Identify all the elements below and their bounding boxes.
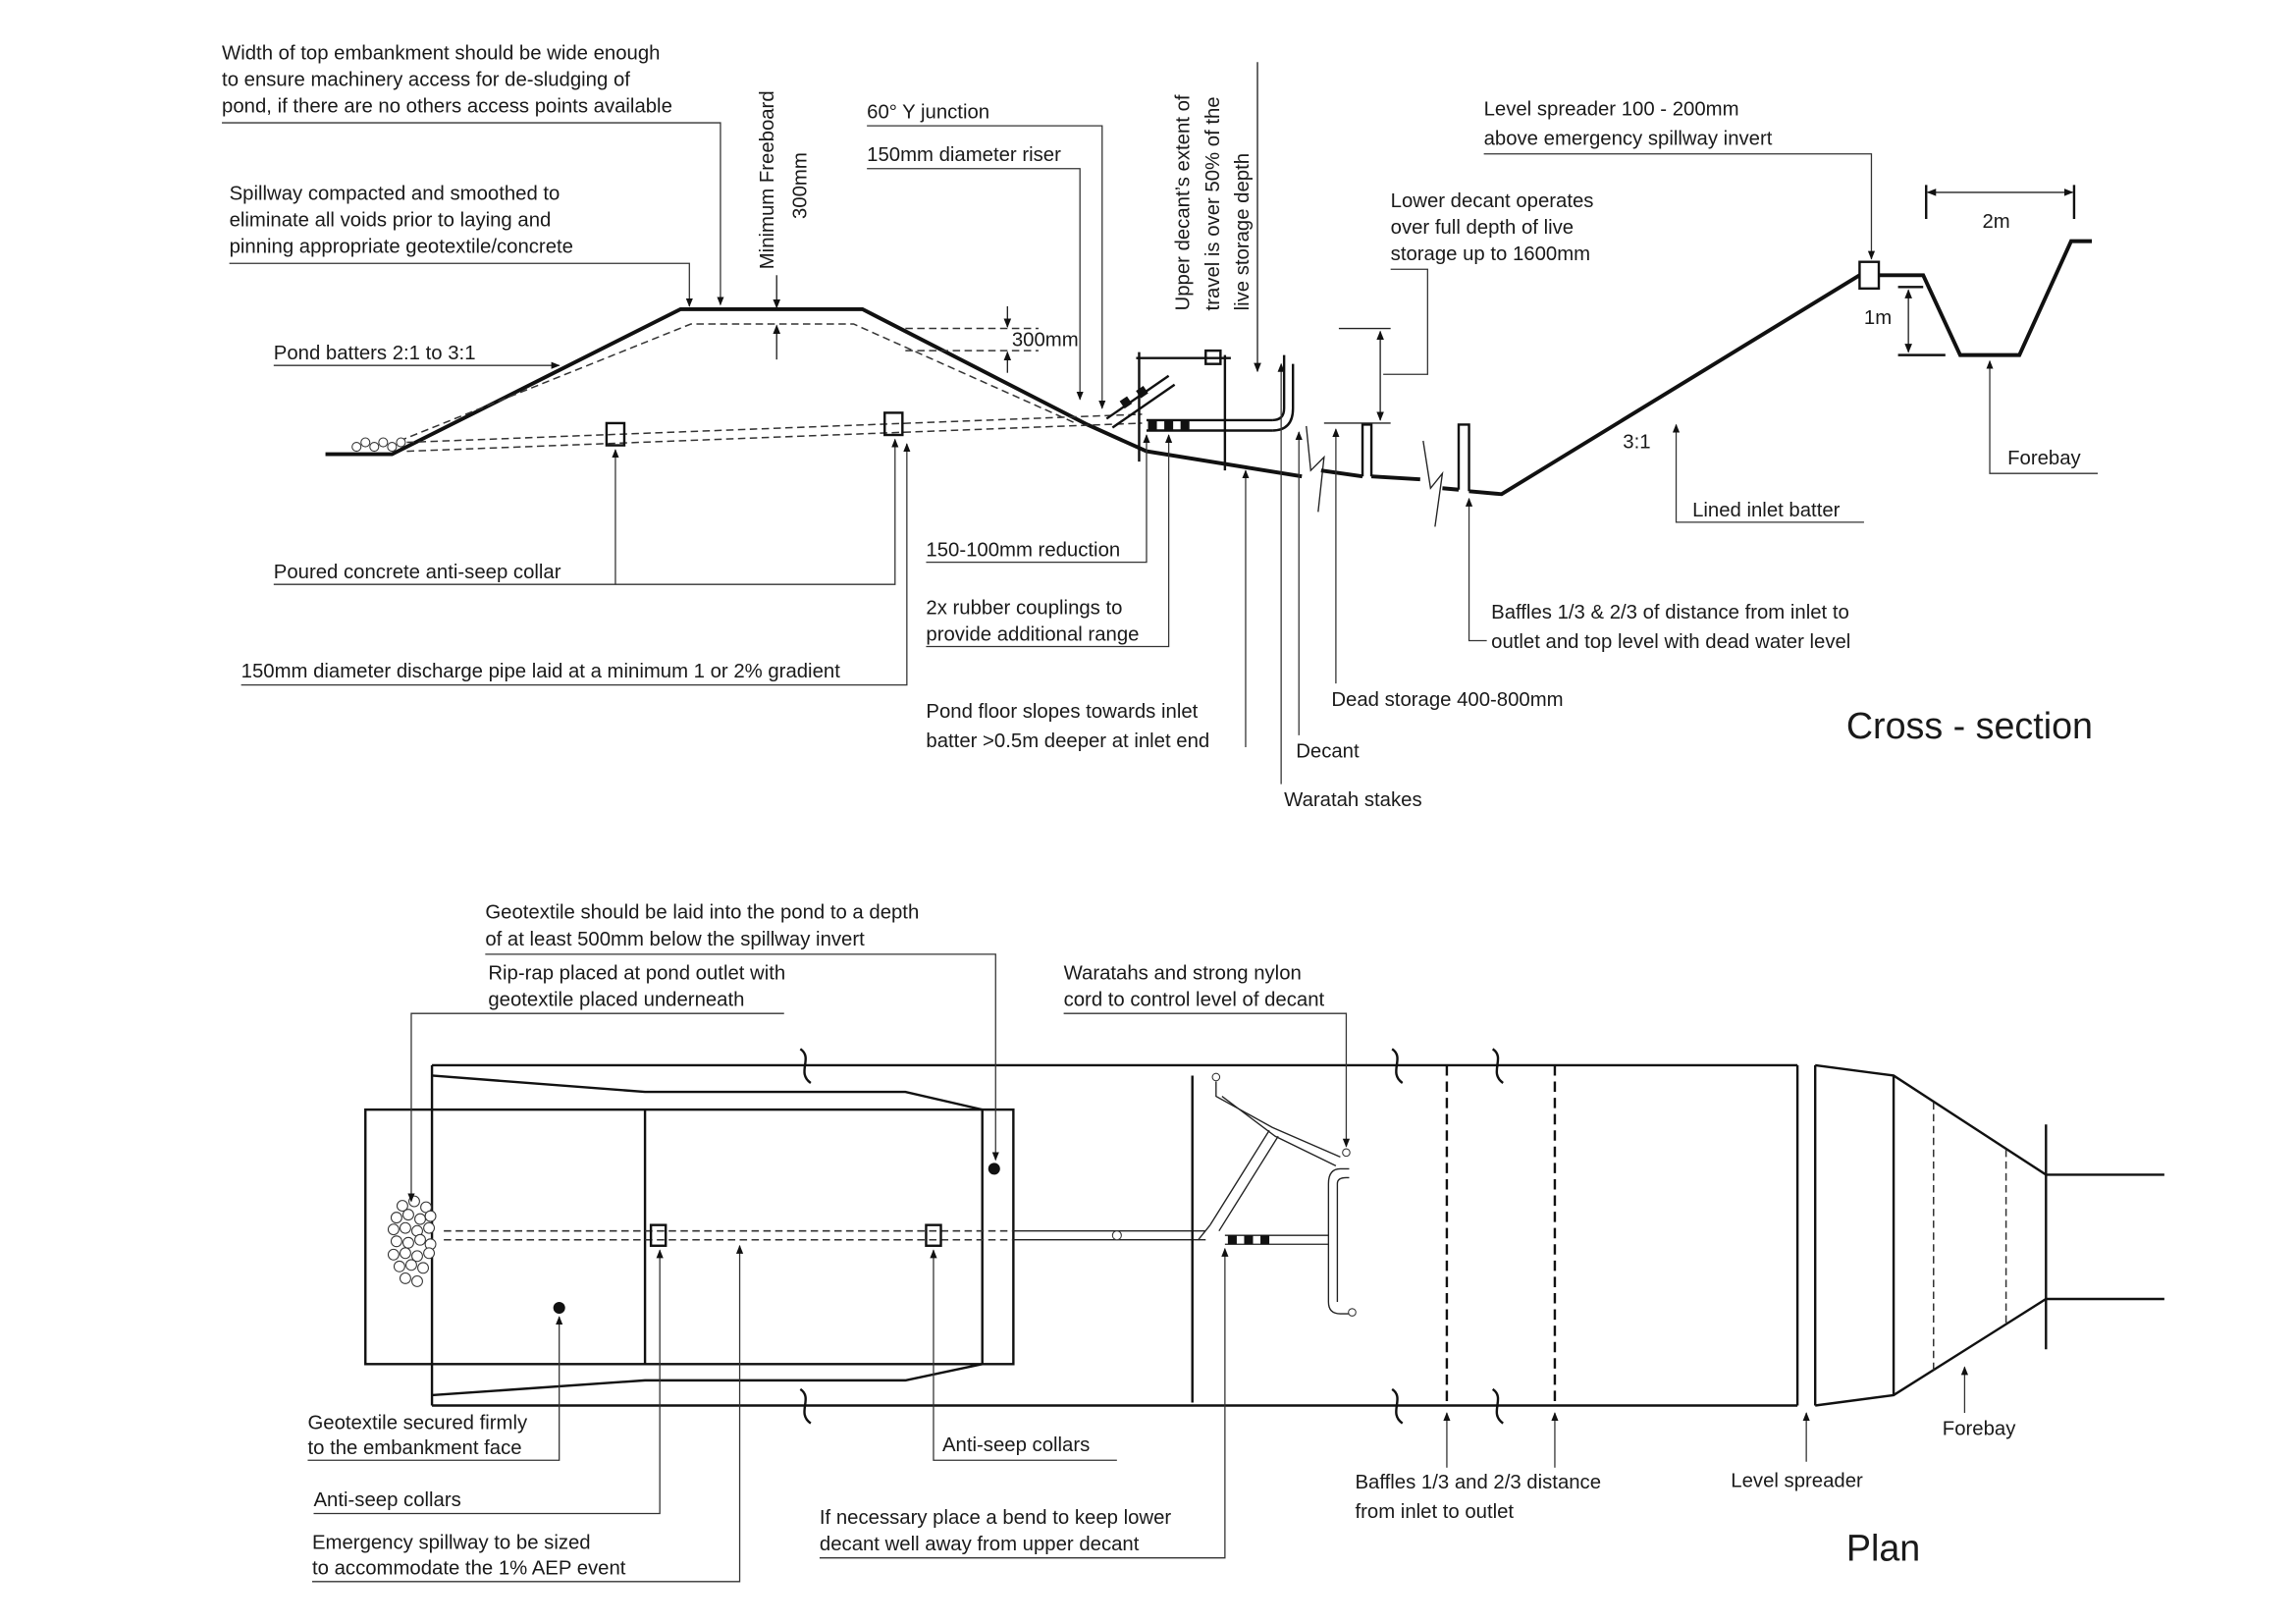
inlet-slope-label: 3:1 (1623, 432, 1650, 454)
forebay-bottom-edge (1815, 1297, 2164, 1407)
upper-decant-note: travel is over 50% of the (1202, 96, 1224, 310)
anti-seep-collar-plan (649, 1223, 667, 1247)
y-junction-label: 60° Y junction (867, 102, 989, 124)
rip-rap (351, 437, 406, 453)
baffles-plan-note: Baffles 1/3 and 2/3 distance (1355, 1472, 1601, 1493)
freeboard-dim-label: 300mm (1012, 330, 1079, 352)
pond-floor-segment (1370, 474, 1420, 482)
top-embankment-note: Width of top embankment should be wide e… (222, 42, 660, 64)
forebay-width-label: 2m (1982, 211, 2009, 233)
baffles-plan-note: from inlet to outlet (1355, 1501, 1514, 1523)
decant-plan (1198, 1072, 1357, 1317)
spillway-note: Spillway compacted and smoothed to (230, 183, 561, 204)
emergency-spillway-note: Emergency spillway to be sized (312, 1533, 591, 1554)
rubber-couplings-note: provide additional range (926, 623, 1139, 645)
pipe-coupling (1111, 1230, 1122, 1241)
reduction-label: 150-100mm reduction (926, 540, 1120, 562)
rubber-couplings-note: 2x rubber couplings to (926, 597, 1122, 619)
discharge-pipe-plan (444, 1229, 1014, 1241)
spillway-note: eliminate all voids prior to laying and (230, 210, 552, 232)
forebay-depth-ticks (1897, 286, 1946, 356)
level-spreader-note: above emergency spillway invert (1484, 129, 1773, 150)
lower-decant-dim-ticks (1323, 327, 1391, 424)
discharge-pipe-label: 150mm diameter discharge pipe laid at a … (241, 661, 841, 682)
plan-leaders (307, 953, 1968, 1583)
spillway-outline (364, 1108, 1015, 1366)
level-spreader-plan (1795, 1064, 1817, 1406)
upper-decant-note: Upper decant’s extent of (1173, 94, 1195, 310)
cross-section-view: Width of top embankment should be wide e… (222, 42, 2099, 811)
lower-decant-note: over full depth of live (1391, 217, 1574, 239)
top-embankment-note: pond, if there are no others access poin… (222, 96, 672, 118)
min-freeboard-label: Minimum Freeboard (757, 90, 778, 269)
level-spreader-note: Level spreader 100 - 200mm (1484, 99, 1739, 121)
lower-decant-note: Lower decant operates (1391, 190, 1594, 212)
pond-floor-segment (1442, 486, 1460, 492)
anti-seep-collar-label: Poured concrete anti-seep collar (274, 562, 561, 583)
pond-floor-segment (1320, 468, 1363, 479)
break-symbol (1306, 425, 1325, 513)
anti-seep-collars-label: Anti-seep collars (314, 1489, 461, 1511)
anti-seep-collar-plan (925, 1223, 942, 1247)
rip-rap-plan (387, 1195, 437, 1287)
anti-seep-collar (883, 411, 904, 437)
forebay-profile (1879, 239, 2093, 357)
baffle-section-1 (1361, 423, 1373, 477)
waratah-stakes-label: Waratah stakes (1284, 789, 1421, 811)
upper-decant-note: live storage depth (1232, 153, 1254, 310)
forebay-top-edge (1815, 1063, 2164, 1176)
lined-inlet-batter-label: Lined inlet batter (1692, 500, 1841, 521)
pond-floor-note: Pond floor slopes towards inlet (926, 701, 1198, 723)
geotextile-depth-marker (988, 1163, 1000, 1175)
plan-title: Plan (1846, 1528, 1920, 1569)
baffles-note: outlet and top level with dead water lev… (1491, 631, 1850, 653)
geotextile-secured-marker (553, 1302, 565, 1315)
top-embankment-note: to ensure machinery access for de-sludgi… (222, 69, 630, 90)
freeboard-dim-line (905, 327, 1039, 352)
bend-note: If necessary place a bend to keep lower (820, 1507, 1171, 1529)
discharge-pipe (406, 413, 1143, 453)
pond-floor-note: batter >0.5m deeper at inlet end (926, 730, 1209, 752)
break-marks (799, 1048, 1505, 1425)
decant-label: Decant (1296, 741, 1360, 763)
geotextile-depth-note: Geotextile should be laid into the pond … (485, 902, 919, 924)
emergency-spillway-note: to accommodate the 1% AEP event (312, 1557, 626, 1579)
riser-label: 150mm diameter riser (867, 144, 1061, 166)
min-freeboard-value: 300mm (789, 152, 811, 219)
spillway-note: pinning appropriate geotextile/concrete (230, 237, 573, 258)
geotextile-depth-note: of at least 500mm below the spillway inv… (485, 929, 865, 950)
cross-section-leaders (222, 122, 2099, 784)
baffle-section-2 (1457, 423, 1470, 492)
level-spreader-box (1858, 260, 1881, 291)
forebay-depth-label: 1m (1864, 307, 1892, 329)
anti-seep-collars-label: Anti-seep collars (942, 1434, 1090, 1456)
rip-rap-note: Rip-rap placed at pond outlet with (488, 963, 785, 985)
forebay-plan-label: Forebay (1943, 1419, 2016, 1440)
embankment-bottom-edge (431, 1363, 983, 1397)
discharge-pipe-plan (1013, 1230, 1206, 1241)
level-spreader-plan-label: Level spreader (1731, 1470, 1863, 1491)
embankment-profile (325, 306, 1303, 479)
forebay-width-ticks (1925, 185, 2076, 220)
break-symbol (1422, 440, 1444, 527)
cross-section-title: Cross - section (1846, 705, 2093, 746)
rip-rap-note: geotextile placed underneath (488, 990, 744, 1011)
anti-seep-collar (605, 421, 626, 447)
geotextile-secured-note: Geotextile secured firmly (307, 1413, 528, 1434)
baffles-note: Baffles 1/3 & 2/3 of distance from inlet… (1491, 602, 1849, 623)
waratahs-note: Waratahs and strong nylon (1064, 963, 1302, 985)
waratahs-note: cord to control level of decant (1064, 990, 1325, 1011)
plan-view: Geotextile should be laid into the pond … (307, 902, 2164, 1583)
geotextile-secured-note: to the embankment face (307, 1437, 521, 1459)
inlet-batter-profile (1468, 273, 1861, 497)
lower-decant-note: storage up to 1600mm (1391, 243, 1590, 265)
decant-structure (1105, 349, 1295, 471)
embankment-top-edge (431, 1074, 983, 1111)
forebay-label: Forebay (2007, 448, 2081, 469)
pond-batters-label: Pond batters 2:1 to 3:1 (274, 343, 476, 364)
dead-storage-label: Dead storage 400-800mm (1331, 689, 1563, 711)
geotextile-line (399, 323, 1076, 442)
bend-note: decant well away from upper decant (820, 1534, 1140, 1555)
